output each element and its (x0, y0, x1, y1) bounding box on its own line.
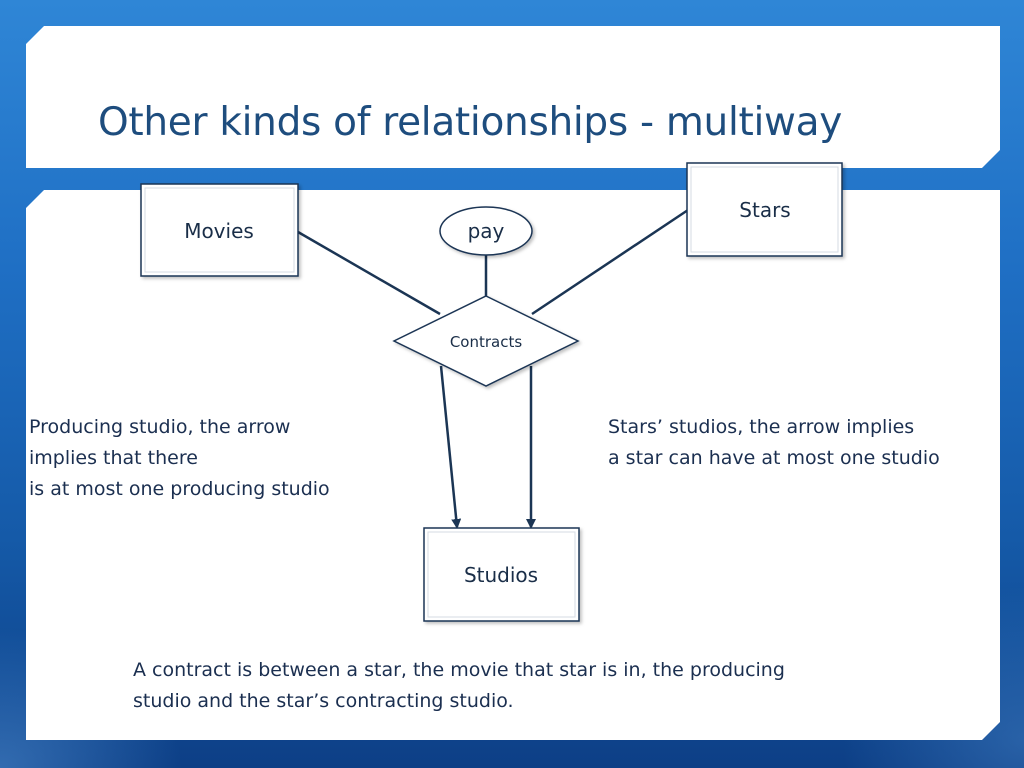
title-panel (26, 26, 1000, 168)
contracts-label: Contracts (450, 333, 523, 351)
producing-studio-note: Producing studio, the arrow implies that… (29, 416, 330, 500)
pay-label: pay (468, 219, 505, 243)
movies-contracts-line (297, 230, 441, 316)
contract-explanation-note: A contract is between a star, the movie … (133, 659, 785, 712)
stars-label: Stars (739, 198, 790, 222)
contracts-relationship: Contracts (392, 295, 580, 387)
stars-contracts-line (531, 208, 689, 316)
studios-entity: Studios (423, 527, 580, 622)
content-panel (26, 190, 1000, 740)
movies-label: Movies (184, 219, 254, 243)
stars-entity: Stars (686, 162, 843, 257)
movies-entity: Movies (140, 183, 299, 277)
pay-attribute: pay (439, 206, 533, 256)
stars-studio-note: Stars’ studios, the arrow implies a star… (608, 416, 940, 469)
producing-studio-arrow (439, 365, 462, 529)
studios-label: Studios (464, 563, 538, 587)
slide-title: Other kinds of relationships - multiway (98, 100, 843, 145)
